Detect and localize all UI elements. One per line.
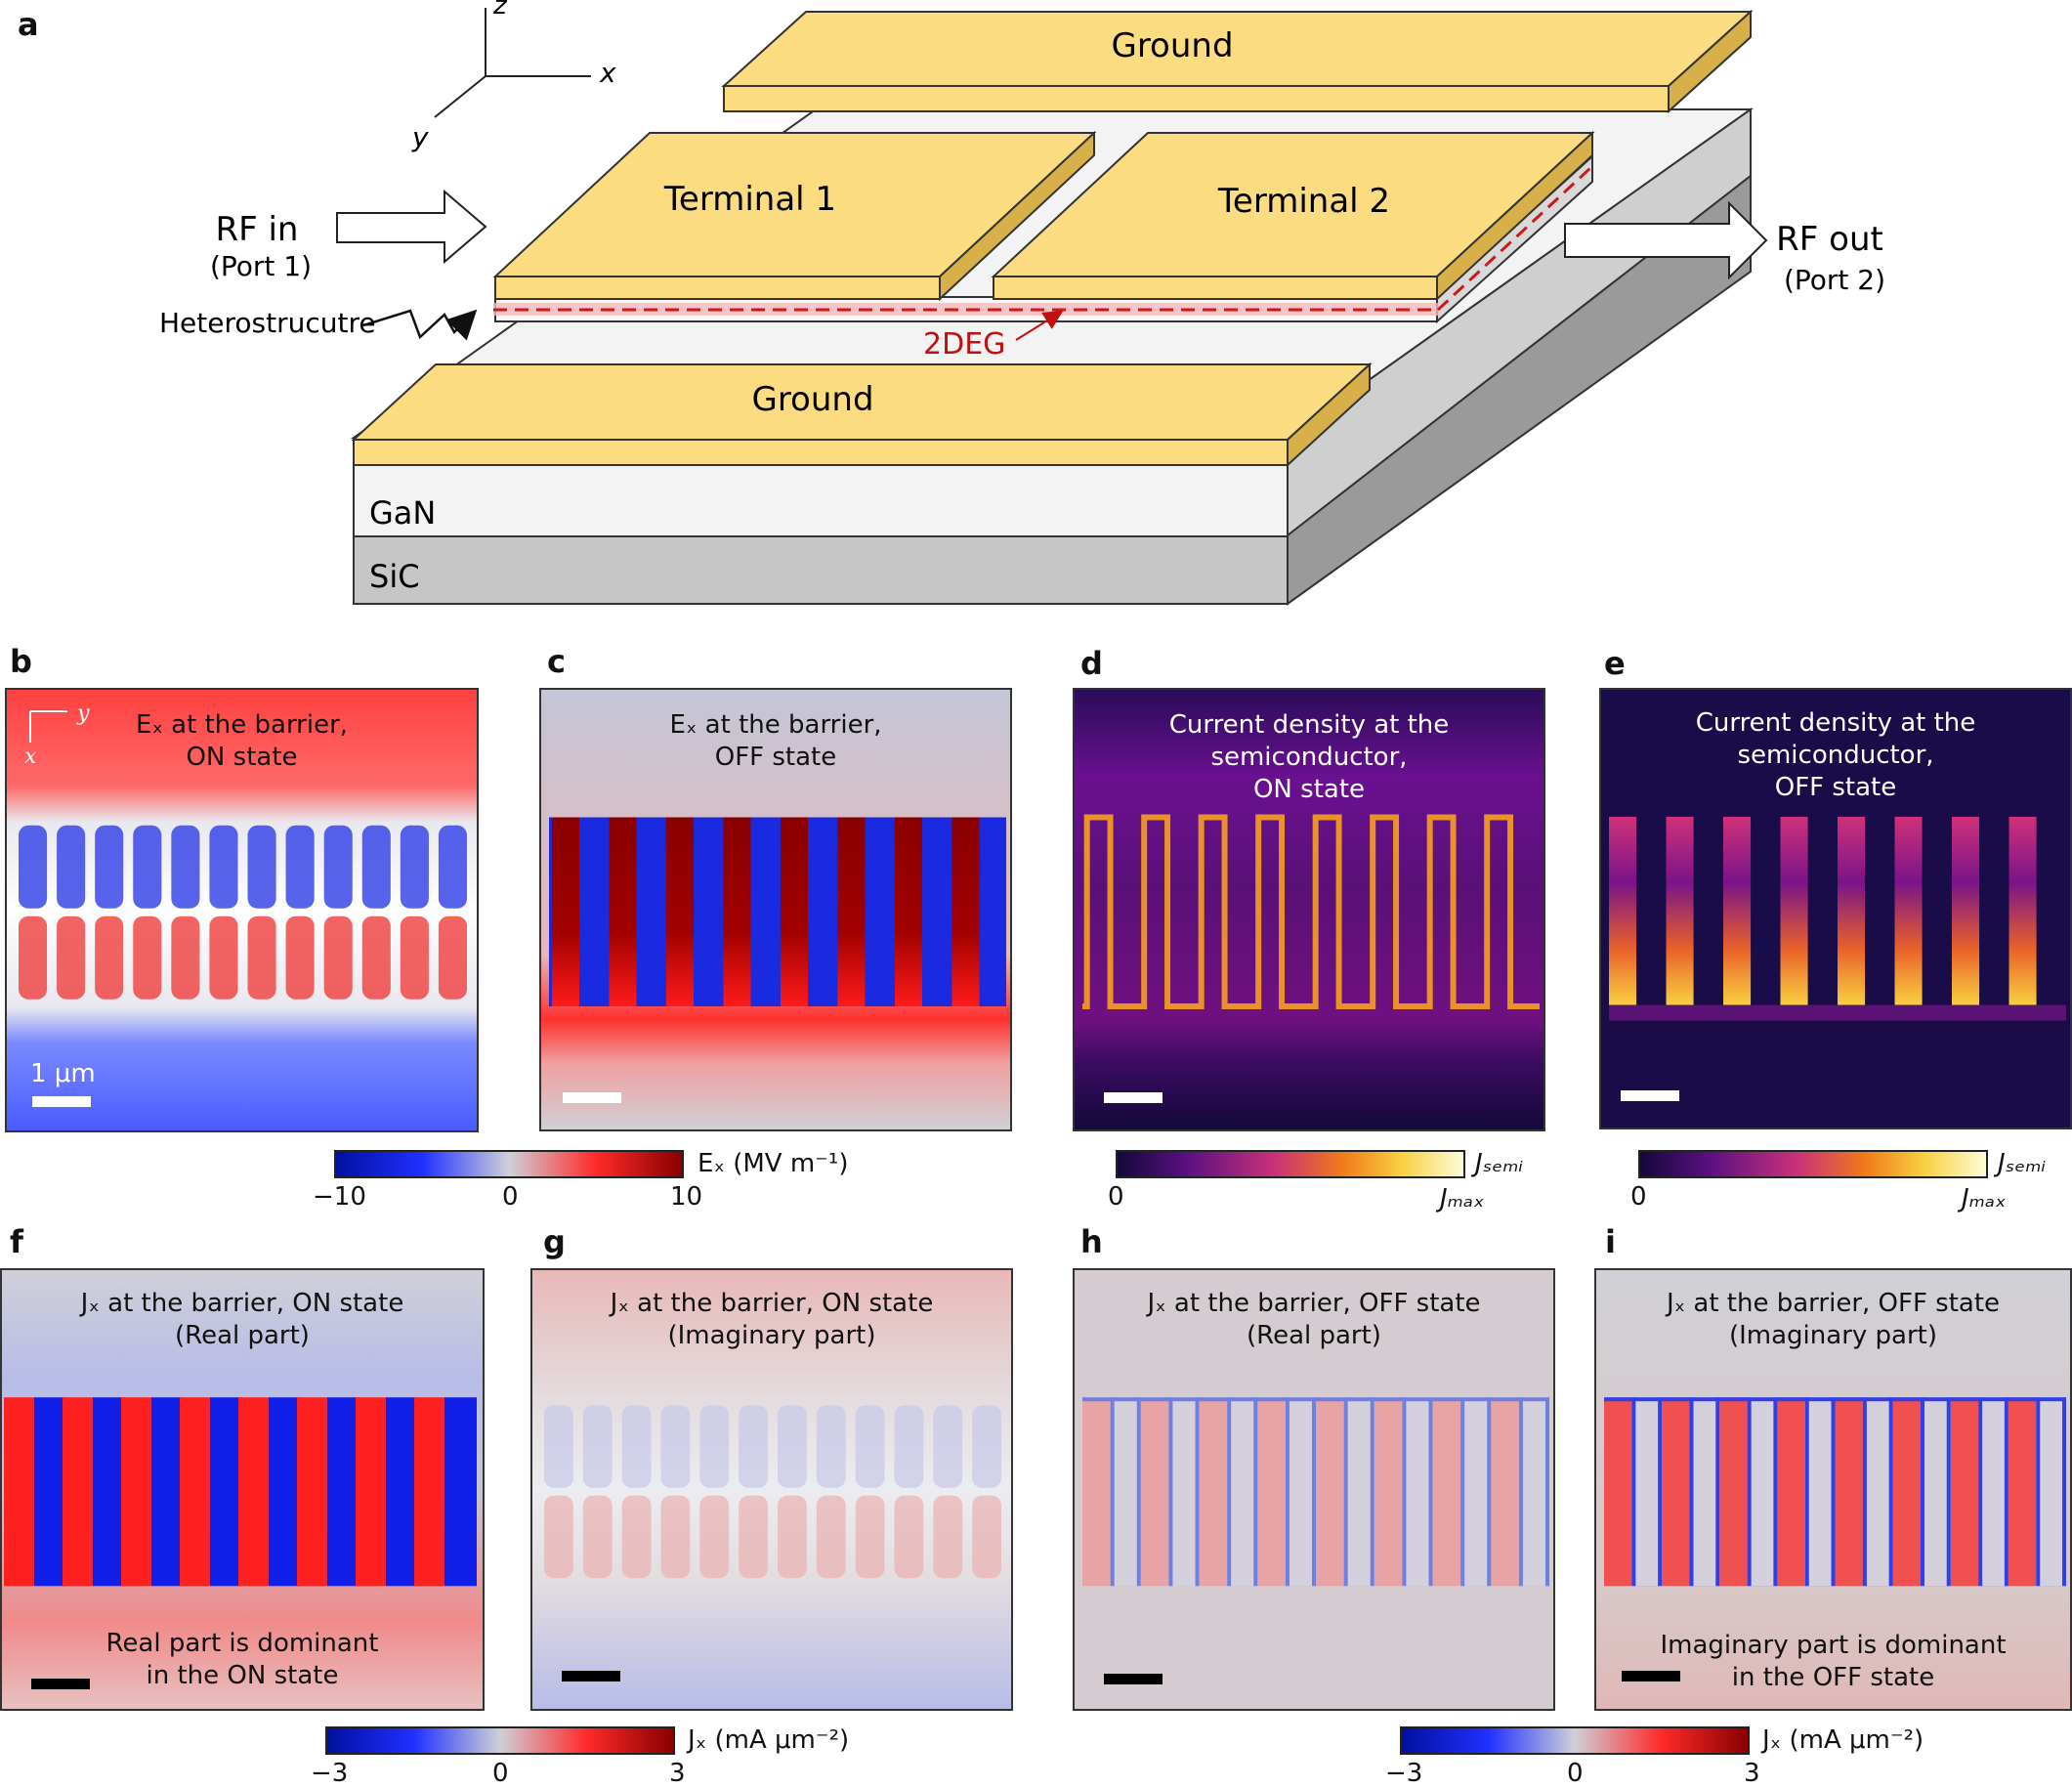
top-ground-label: Ground bbox=[1111, 26, 1233, 65]
panel-e-title: Current density at the semiconductor,OFF… bbox=[1695, 708, 1976, 802]
jz-right-tick-max: 3 bbox=[1744, 1759, 1760, 1788]
panel-d-title: Current density at the semiconductor,ON … bbox=[1168, 710, 1450, 804]
terminal-2-label: Terminal 2 bbox=[1217, 182, 1390, 221]
panel-h-map: Jₓ at the barrier, OFF state(Real part) bbox=[1073, 1268, 1555, 1711]
panel-d-map: Current density at the semiconductor,ON … bbox=[1073, 688, 1545, 1131]
ez-tick-min: −10 bbox=[313, 1182, 366, 1212]
panel-f-title: Jₓ at the barrier, ON state(Real part) bbox=[80, 1289, 404, 1350]
ez-off-field bbox=[541, 690, 1010, 1129]
panel-label-b: b bbox=[10, 643, 32, 680]
panel-label-e: e bbox=[1604, 645, 1626, 682]
panel-label-c: c bbox=[547, 643, 566, 680]
panel-h-title: Jₓ at the barrier, OFF state(Real part) bbox=[1147, 1289, 1481, 1350]
heterostructure-label: Heterostrucutre bbox=[159, 307, 376, 339]
axes-triad bbox=[434, 8, 591, 118]
scale-bar bbox=[1621, 1090, 1679, 1101]
terminal-1 bbox=[492, 130, 1097, 302]
axis-z-label: z bbox=[492, 0, 508, 21]
device-schematic: z x y GaN SiC Ground Terminal 1 bbox=[159, 0, 1885, 606]
panel-label-d: d bbox=[1080, 645, 1103, 682]
jz-on-imag-field bbox=[532, 1270, 1011, 1709]
terminal-2 bbox=[991, 130, 1595, 302]
jz-colorbar-right bbox=[1400, 1726, 1750, 1755]
jz-off-real-field bbox=[1075, 1270, 1553, 1709]
jz-off-imag-field bbox=[1596, 1270, 2070, 1709]
ez-on-field bbox=[7, 690, 477, 1130]
bottom-ground-electrode bbox=[351, 362, 1373, 468]
scale-bar bbox=[31, 1679, 90, 1689]
jz-left-tick-min: −3 bbox=[311, 1759, 349, 1788]
inset-axes: y x bbox=[24, 702, 90, 769]
jsemi-e-tick-min: 0 bbox=[1630, 1182, 1647, 1212]
panel-b-map: Eₓ at the barrier,ON state y x 1 μm bbox=[5, 688, 479, 1132]
jsemi-d-tick-bottom: Jₘₐₓ bbox=[1440, 1184, 1485, 1213]
scale-bar bbox=[1104, 1674, 1163, 1684]
axis-y-label: y bbox=[411, 121, 429, 153]
scale-bar bbox=[1104, 1092, 1163, 1103]
terminal-1-label: Terminal 1 bbox=[663, 180, 836, 219]
panel-g-map: Jₓ at the barrier, ON state(Imaginary pa… bbox=[530, 1268, 1013, 1711]
jz-right-tick-mid: 0 bbox=[1567, 1759, 1584, 1788]
bottom-ground-label: Ground bbox=[751, 380, 873, 419]
jz-right-colorbar-label: Jₓ (mA μm⁻²) bbox=[1762, 1725, 1924, 1755]
gan-label: GaN bbox=[369, 494, 436, 532]
panel-c-title: Eₓ at the barrier,OFF state bbox=[669, 710, 882, 772]
panel-g-title: Jₓ at the barrier, ON state(Imaginary pa… bbox=[610, 1289, 934, 1350]
panel-label-i: i bbox=[1605, 1223, 1616, 1260]
scale-bar bbox=[32, 1096, 91, 1107]
port1-label: (Port 1) bbox=[210, 250, 312, 282]
jsemi-colorbar-e bbox=[1638, 1150, 1988, 1178]
jz-left-tick-max: 3 bbox=[669, 1759, 686, 1788]
ez-tick-mid: 0 bbox=[502, 1182, 519, 1212]
twodeg-line bbox=[493, 166, 1592, 316]
panel-c-map: Eₓ at the barrier,OFF state bbox=[539, 688, 1012, 1131]
twodeg-arrow bbox=[1015, 310, 1064, 341]
rf-out-label: RF out bbox=[1776, 220, 1883, 259]
jz-colorbar-left bbox=[325, 1726, 675, 1755]
jsemi-d-tick-min: 0 bbox=[1108, 1182, 1124, 1212]
sic-label: SiC bbox=[369, 558, 420, 595]
panel-label-h: h bbox=[1080, 1223, 1103, 1260]
scale-bar bbox=[562, 1671, 620, 1682]
scale-bar bbox=[1622, 1671, 1680, 1682]
rf-in-arrow bbox=[336, 189, 487, 265]
rf-out-arrow bbox=[1564, 200, 1768, 280]
panel-label-g: g bbox=[543, 1223, 566, 1260]
jsemi-colorbar-d bbox=[1116, 1150, 1465, 1178]
panel-i-title: Jₓ at the barrier, OFF state(Imaginary p… bbox=[1666, 1289, 2001, 1350]
axis-x-label: x bbox=[599, 57, 616, 89]
twodeg-label: 2DEG bbox=[923, 327, 1005, 362]
ez-colorbar bbox=[334, 1150, 684, 1178]
jsemi-on-field bbox=[1075, 690, 1543, 1129]
jsemi-d-tick-top: Jₛₑₘᵢ bbox=[1475, 1149, 1524, 1178]
jz-left-tick-mid: 0 bbox=[492, 1759, 509, 1788]
panel-label-a: a bbox=[18, 6, 39, 43]
ez-colorbar-label: Eₓ (MV m⁻¹) bbox=[698, 1149, 849, 1178]
jsemi-off-field bbox=[1601, 690, 2070, 1128]
jz-left-colorbar-label: Jₓ (mA μm⁻²) bbox=[688, 1725, 850, 1755]
ez-tick-max: 10 bbox=[670, 1182, 703, 1212]
panel-i-map: Jₓ at the barrier, OFF state(Imaginary p… bbox=[1594, 1268, 2072, 1711]
jz-on-real-field bbox=[2, 1270, 483, 1709]
top-ground-electrode bbox=[721, 9, 1754, 114]
scale-bar bbox=[563, 1092, 621, 1103]
heterostructure-pointer bbox=[362, 309, 478, 341]
panel-b-title: Eₓ at the barrier,ON state bbox=[135, 710, 349, 772]
jz-right-tick-min: −3 bbox=[1385, 1759, 1423, 1788]
panel-f-map: Jₓ at the barrier, ON state(Real part) R… bbox=[0, 1268, 485, 1711]
panel-e-map: Current density at the semiconductor,OFF… bbox=[1599, 688, 2072, 1129]
rf-in-label: RF in bbox=[216, 210, 299, 249]
scale-label: 1 μm bbox=[30, 1059, 96, 1088]
jsemi-e-tick-top: Jₛₑₘᵢ bbox=[1998, 1149, 2047, 1178]
jsemi-e-tick-bottom: Jₘₐₓ bbox=[1962, 1184, 2007, 1213]
port2-label: (Port 2) bbox=[1784, 264, 1885, 296]
panel-label-f: f bbox=[10, 1223, 23, 1260]
